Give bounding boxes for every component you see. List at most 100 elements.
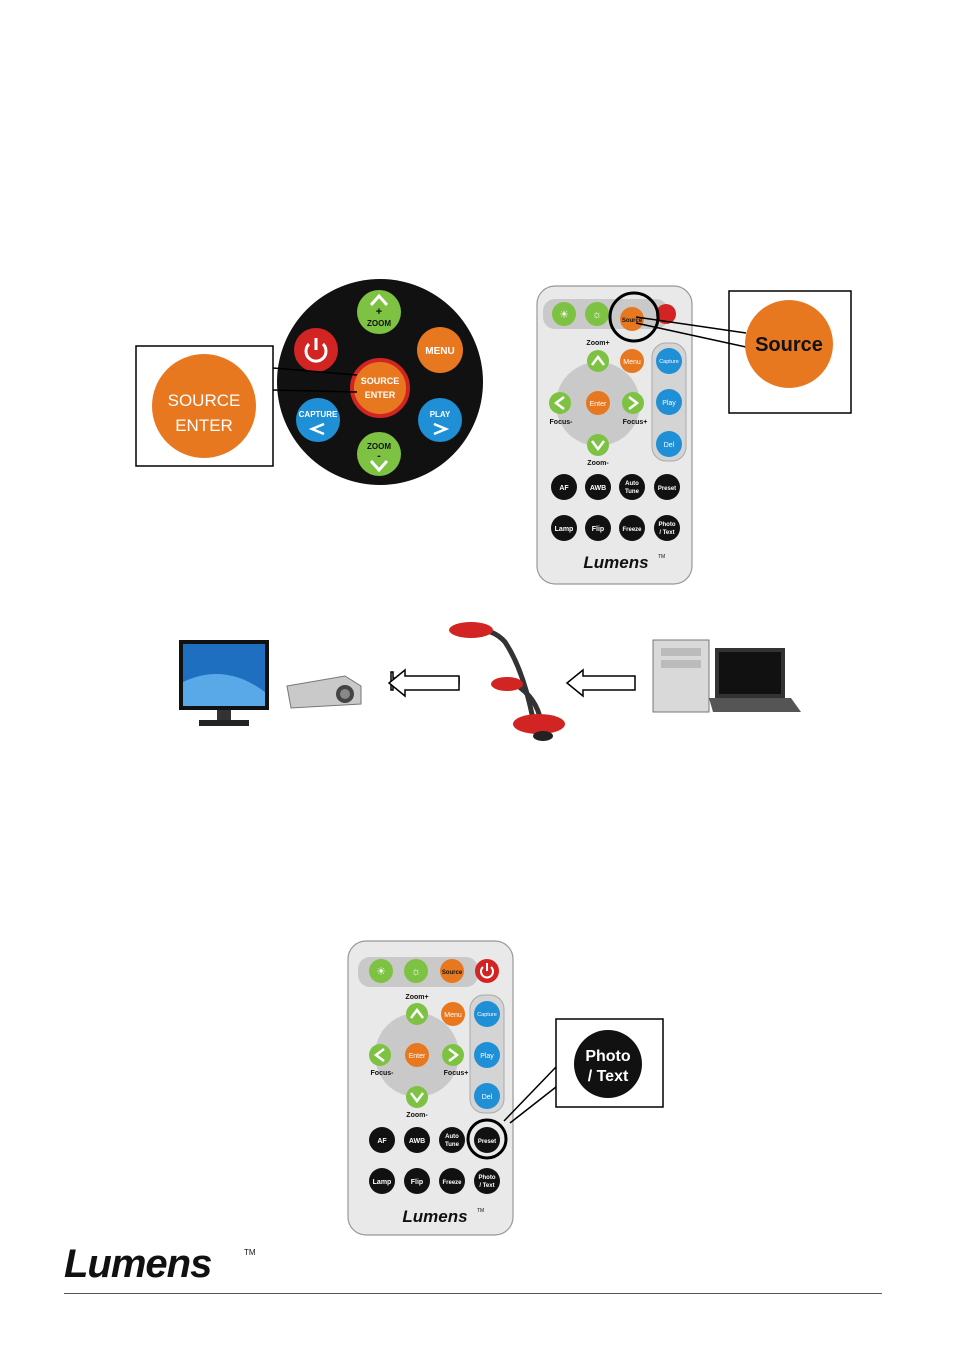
- remote-photo-text-button[interactable]: [474, 1168, 500, 1194]
- text-label: / Text: [479, 1183, 494, 1189]
- power-icon: [304, 338, 328, 363]
- remote-auto-tune-button[interactable]: [619, 474, 645, 500]
- arrow-left-icon: [553, 396, 565, 410]
- power-icon: [480, 963, 494, 979]
- zoom-minus-symbol: -: [377, 450, 381, 462]
- auto-label: Auto: [625, 481, 639, 487]
- remote-photo-text-button[interactable]: [654, 515, 680, 541]
- source-enter-callout-button: [152, 354, 256, 458]
- source-label: Source: [442, 970, 463, 976]
- text-label: / Text: [659, 530, 674, 536]
- connection-diagram: [179, 622, 801, 741]
- panel-capture-button[interactable]: CAPTURE: [296, 398, 340, 442]
- arrow-left-icon: [565, 668, 636, 698]
- source-label: SOURCE: [361, 376, 400, 386]
- panel-zoom-plus-button[interactable]: + ZOOM: [357, 290, 401, 334]
- remote-power-button[interactable]: [656, 304, 676, 324]
- brightness-down-button[interactable]: [585, 302, 609, 326]
- photo-label: Photo: [479, 1175, 496, 1181]
- arrow-right-icon: [433, 422, 450, 436]
- brightness-up-button[interactable]: [369, 959, 393, 983]
- sun-icon: ☀: [559, 309, 569, 321]
- remote-source-button[interactable]: Source: [620, 307, 644, 331]
- remote-capture-button[interactable]: [656, 348, 682, 374]
- remote-enter-button[interactable]: [405, 1043, 429, 1067]
- remote-auto-tune-button[interactable]: [439, 1127, 465, 1153]
- tune-label: Tune: [625, 489, 640, 495]
- panel-power-button[interactable]: [294, 328, 338, 372]
- remote-freeze-button[interactable]: [439, 1168, 465, 1194]
- remote-del-button[interactable]: [474, 1083, 500, 1109]
- source-callout-button: [745, 300, 833, 388]
- zoom-minus-label: Zoom-: [406, 1112, 428, 1119]
- remote-play-button[interactable]: [474, 1042, 500, 1068]
- callout-enter-label: ENTER: [175, 416, 233, 435]
- remote-flip-button[interactable]: [585, 515, 611, 541]
- panel-source-enter-button[interactable]: SOURCE ENTER: [350, 358, 410, 418]
- monitor-icon: [179, 640, 269, 726]
- remote-awb-button[interactable]: [404, 1127, 430, 1153]
- arrow-left-icon: [308, 422, 325, 436]
- remote-zoom-plus-button[interactable]: [587, 350, 609, 372]
- remote-menu-button[interactable]: [620, 349, 644, 373]
- play-label: Play: [480, 1053, 494, 1060]
- remote-control-2: ☀ ☼ Source Zoom+ Enter Focus- Focus+ Zoo…: [347, 940, 664, 1236]
- panel-zoom-minus-button[interactable]: ZOOM -: [357, 432, 401, 476]
- projector-icon: [286, 675, 362, 709]
- remote-awb-button[interactable]: [585, 474, 611, 500]
- remote-freeze-button[interactable]: [619, 515, 645, 541]
- remote-lamp-button[interactable]: [551, 515, 577, 541]
- arrow-up-icon: [591, 354, 605, 366]
- remote-menu-button[interactable]: [441, 1002, 465, 1026]
- callout-photo-text: Photo: [585, 1048, 631, 1065]
- remote-tm: TM: [477, 1208, 484, 1214]
- zoom-plus-label: ZOOM: [367, 319, 391, 328]
- remote-focus-minus-button[interactable]: [549, 392, 571, 414]
- highlight-ring: [608, 291, 660, 343]
- play-label: PLAY: [430, 410, 451, 419]
- freeze-label: Freeze: [442, 1180, 462, 1186]
- brightness-down-button[interactable]: [404, 959, 428, 983]
- remote-preset-button[interactable]: [654, 474, 680, 500]
- remote-source-button[interactable]: [440, 959, 464, 983]
- highlight-ring: [466, 1118, 508, 1160]
- remote-lamp-button[interactable]: [369, 1168, 395, 1194]
- menu-label: MENU: [425, 346, 454, 357]
- brightness-up-button[interactable]: [552, 302, 576, 326]
- remote-enter-button[interactable]: [586, 391, 610, 415]
- remote-focus-plus-button[interactable]: [442, 1044, 464, 1066]
- arrow-down-icon: [369, 460, 389, 473]
- remote-zoom-plus-button[interactable]: [406, 1003, 428, 1025]
- capture-label: Capture: [477, 1012, 497, 1018]
- control-panel-diagram: + ZOOM MENU SOURCE ENTER CAPTURE PLAY ZO…: [135, 279, 483, 485]
- zoom-plus-label: Zoom+: [405, 994, 428, 1001]
- focus-minus-label: Focus-: [371, 1070, 395, 1077]
- desktop-pc-icon: [652, 639, 710, 713]
- remote-zoom-minus-button[interactable]: [406, 1086, 428, 1108]
- arrow-right-icon: [628, 396, 640, 410]
- remote-play-button[interactable]: [656, 389, 682, 415]
- remote-del-button[interactable]: [656, 431, 682, 457]
- panel-play-button[interactable]: PLAY: [418, 398, 462, 442]
- remote-af-button[interactable]: [551, 474, 577, 500]
- remote-flip-button[interactable]: [404, 1168, 430, 1194]
- remote-af-button[interactable]: [369, 1127, 395, 1153]
- del-label: Del: [664, 442, 675, 449]
- laptop-icon: [709, 648, 801, 712]
- arrow-up-icon: [410, 1007, 424, 1019]
- remote-zoom-minus-button[interactable]: [587, 434, 609, 456]
- focus-minus-label: Focus-: [550, 419, 574, 426]
- focus-plus-label: Focus+: [623, 419, 648, 426]
- arrow-left-icon: [373, 1048, 385, 1062]
- zoom-plus-symbol: +: [376, 306, 382, 318]
- remote-focus-plus-button[interactable]: [622, 392, 644, 414]
- source-label: Source: [622, 318, 643, 324]
- remote-focus-minus-button[interactable]: [369, 1044, 391, 1066]
- remote-control-1: ☀ ☼ Source Zoom+ Enter Focus- Focus+ Zoo…: [536, 285, 852, 585]
- remote-preset-button[interactable]: [474, 1127, 500, 1153]
- enter-label: Enter: [409, 1053, 426, 1060]
- preset-label: Preset: [478, 1139, 496, 1145]
- remote-capture-button[interactable]: [474, 1001, 500, 1027]
- panel-menu-button[interactable]: MENU: [417, 327, 463, 373]
- capture-label: Capture: [659, 359, 679, 365]
